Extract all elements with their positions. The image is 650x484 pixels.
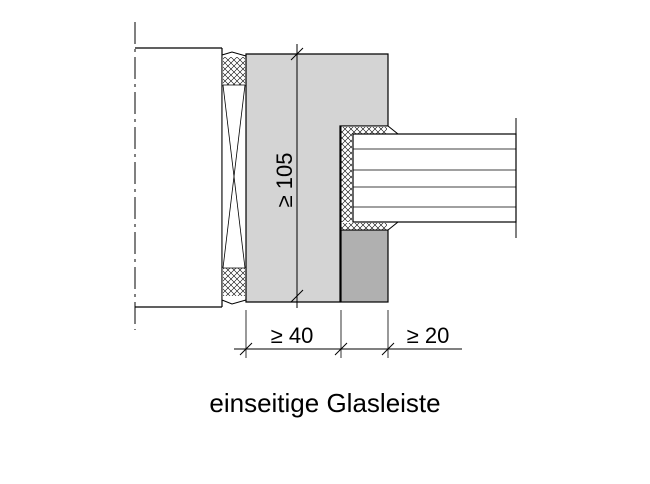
width-dimensions: ≥ 40 ≥ 20 [234, 310, 462, 358]
wall-section [134, 22, 223, 330]
diagram-caption: einseitige Glasleiste [209, 388, 441, 418]
height-dimension-label: ≥ 105 [272, 153, 297, 208]
insulating-glass-pane [352, 118, 517, 238]
height-dimension: ≥ 105 [272, 44, 304, 308]
glass-bead [340, 229, 389, 303]
width-right-label: ≥ 20 [407, 323, 450, 348]
width-left-label: ≥ 40 [271, 323, 314, 348]
connection-joint-seal [221, 51, 247, 305]
frame-profile [245, 53, 389, 303]
